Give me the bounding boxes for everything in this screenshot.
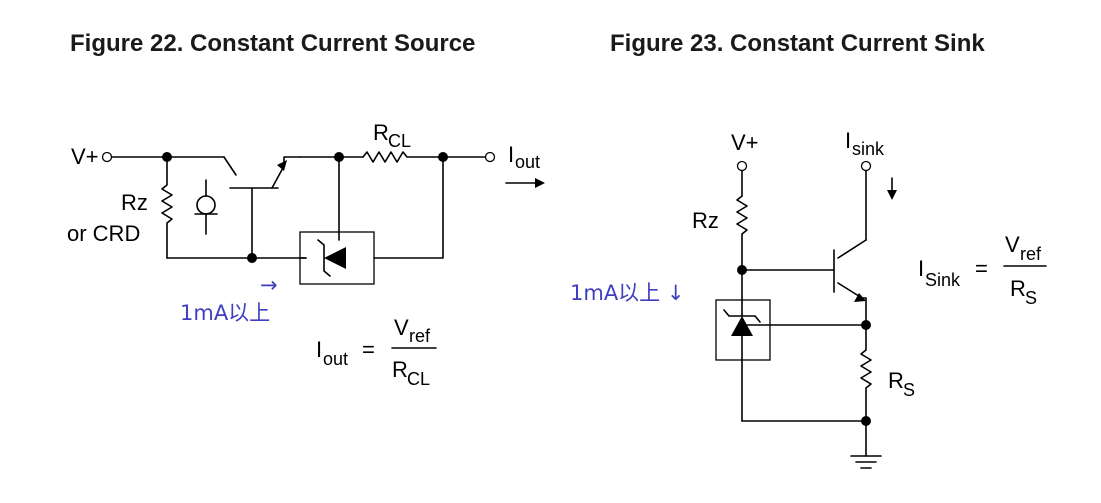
crd-symbol — [194, 179, 218, 235]
rs-label-main: R — [888, 368, 904, 393]
rs-resistor — [860, 324, 872, 422]
formula-equals: = — [362, 337, 375, 362]
isink-terminal — [860, 160, 872, 172]
figure-23-circuit: V+ I sink Rz 1mA以上 ↓ R S I Sink = V ref … — [570, 128, 1047, 469]
figure-22-title: Figure 22. Constant Current Source — [70, 30, 476, 57]
isink-label-main: I — [845, 128, 851, 153]
formula-num-main: V — [1005, 232, 1020, 257]
ground-icon — [850, 420, 882, 469]
npn-transistor-22 — [223, 156, 301, 259]
formula-lhs-main: I — [316, 337, 322, 362]
formula-lhs-sub: out — [323, 349, 348, 369]
current-note-23: 1mA以上 ↓ — [570, 281, 684, 305]
rz-resistor-23 — [736, 195, 748, 271]
rz-resistor-22 — [161, 156, 173, 259]
formula-den-sub: CL — [407, 369, 430, 389]
isink-label-sub: sink — [852, 139, 885, 159]
junction-node — [247, 253, 257, 263]
npn-transistor-23 — [833, 239, 867, 326]
formula-den-sub: S — [1025, 288, 1037, 308]
rz-label-23: Rz — [692, 208, 719, 233]
formula-den-main: R — [392, 357, 408, 382]
current-direction-arrow: → — [260, 273, 278, 297]
rcl-label-main: R — [373, 120, 389, 145]
vplus-label-22: V+ — [71, 144, 99, 169]
figure-22-circuit: V+ R CL I out Rz or CRD → 1mA以上 I out = … — [67, 120, 545, 389]
iout-label-main: I — [508, 142, 514, 167]
formula-22: I out = V ref R CL — [316, 315, 437, 389]
iout-terminal — [484, 151, 496, 163]
formula-num-sub: ref — [1020, 244, 1042, 264]
rcl-resistor — [362, 151, 486, 163]
current-note-22: 1mA以上 — [180, 301, 270, 325]
vplus-label-23: V+ — [731, 130, 759, 155]
formula-lhs-sub: Sink — [925, 270, 961, 290]
iout-label-sub: out — [515, 152, 540, 172]
formula-num-main: V — [394, 315, 409, 340]
formula-num-sub: ref — [409, 326, 431, 346]
rs-label-sub: S — [903, 380, 915, 400]
or-crd-label: or CRD — [67, 221, 140, 246]
vplus-terminal-23 — [736, 160, 748, 172]
formula-23: I Sink = V ref R S — [918, 232, 1047, 308]
formula-lhs-main: I — [918, 256, 924, 281]
rz-label-22: Rz — [121, 190, 148, 215]
formula-equals: = — [975, 256, 988, 281]
figure-23-title: Figure 23. Constant Current Sink — [610, 30, 985, 57]
formula-den-main: R — [1010, 276, 1026, 301]
shunt-regulator-22 — [299, 156, 444, 285]
rcl-label-sub: CL — [388, 131, 411, 151]
vplus-terminal-22 — [101, 151, 113, 163]
shunt-regulator-23 — [715, 269, 867, 422]
